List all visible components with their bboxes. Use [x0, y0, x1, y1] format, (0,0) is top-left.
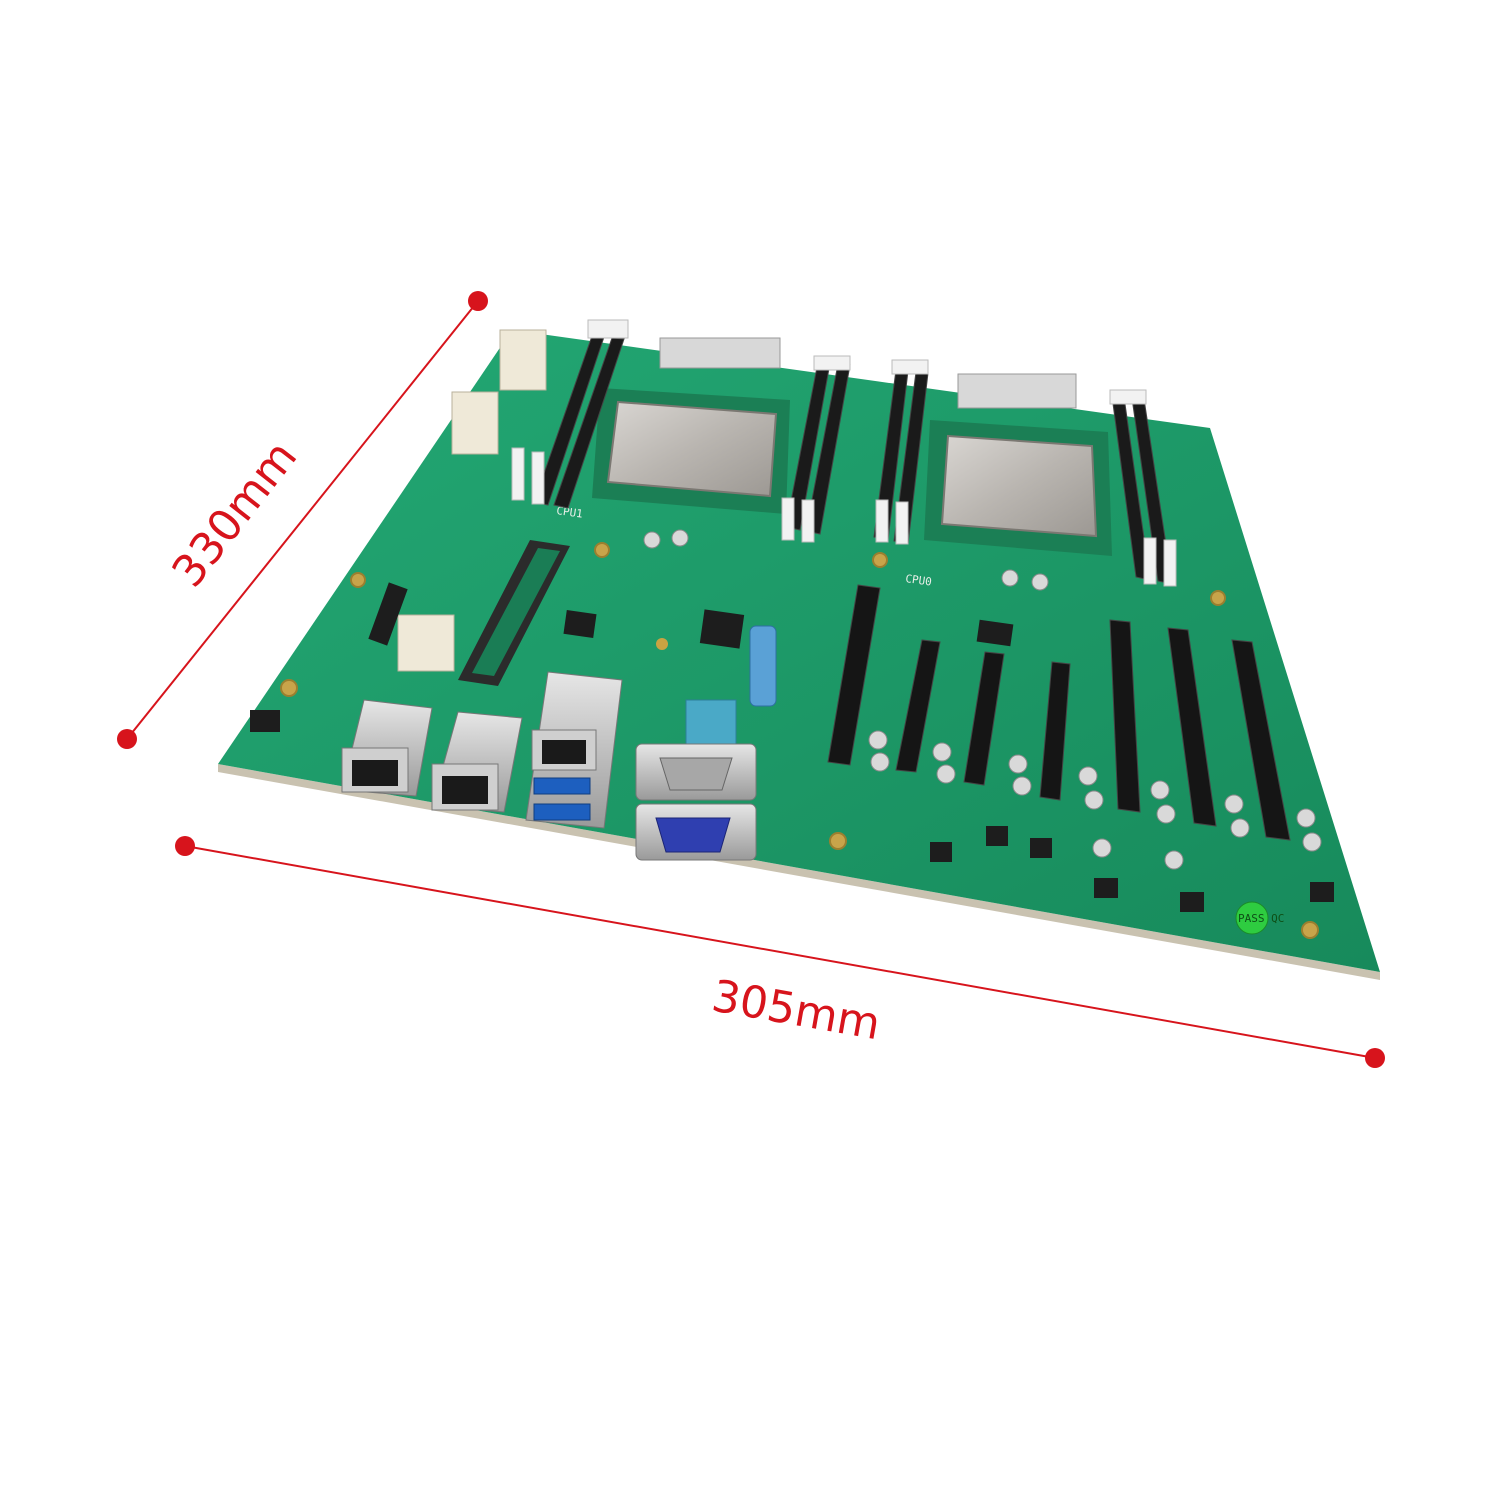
- width-dimension-label: 305mm: [708, 971, 884, 1051]
- blue-connectors: [656, 625, 777, 747]
- cpu-socket-0: CPU0: [905, 420, 1112, 589]
- capacitors: [643, 529, 1322, 870]
- m2-slot: [458, 540, 570, 686]
- pcie-slot: [827, 584, 881, 766]
- mounting-holes: [280, 542, 1319, 939]
- board-edge: [218, 764, 1380, 980]
- usb3-port: [533, 777, 591, 795]
- cpu-heatspreader-1: [606, 400, 778, 498]
- dimm-slots: [533, 335, 1173, 585]
- pcie-slot: [1109, 619, 1141, 813]
- pcie-slot: [1167, 627, 1217, 827]
- cpu-label-0: CPU0: [905, 572, 933, 589]
- power-connectors: [397, 329, 547, 672]
- dimension-endpoint: [468, 291, 488, 311]
- height-dimension-label: 330mm: [162, 432, 307, 597]
- cpu-socket-1: CPU1: [556, 388, 790, 521]
- qc-sticker: PASS QC: [1235, 901, 1284, 935]
- qc-sticker-text: PASS QC: [1238, 912, 1284, 925]
- ic-chips: [250, 582, 1334, 912]
- pcie-slot: [1231, 639, 1291, 841]
- usb3-port: [533, 803, 591, 821]
- rj45-usb-combo: [525, 671, 623, 829]
- dimension-endpoint: [117, 729, 137, 749]
- pcie-slot: [895, 639, 941, 773]
- cpu-heatspreader-0: [940, 434, 1098, 538]
- vrm-heatsinks: [659, 337, 1077, 409]
- pcie-slots: [827, 584, 1291, 841]
- dimension-endpoint: [1365, 1048, 1385, 1068]
- rear-io: [341, 671, 757, 861]
- dimm-latches: [511, 319, 1177, 587]
- rj45-port: [341, 699, 433, 797]
- serial-db9-port: [635, 743, 757, 801]
- dimm-slot: [553, 337, 625, 509]
- pcie-slot: [1039, 661, 1071, 801]
- vga-port: [635, 803, 757, 861]
- motherboard: CPU0 CPU1: [218, 319, 1380, 980]
- cpu-label-1: CPU1: [556, 504, 584, 521]
- rj45-port: [431, 711, 523, 813]
- dimension-endpoint: [175, 836, 195, 856]
- pcie-slot: [963, 651, 1005, 786]
